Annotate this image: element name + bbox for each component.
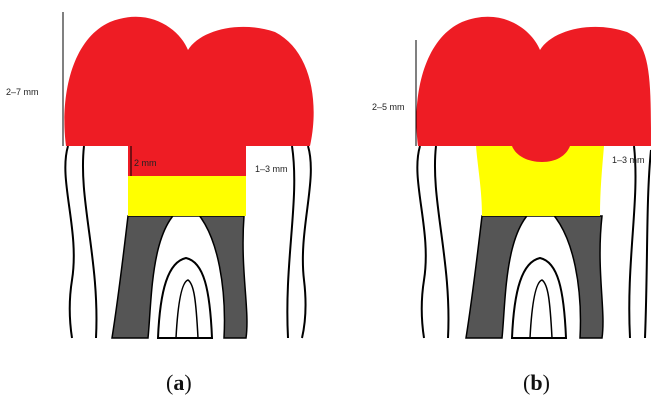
restoration-crown-b	[416, 17, 651, 162]
height-label-a: 2–7 mm	[6, 87, 39, 97]
wall-label-a: 1–3 mm	[255, 164, 288, 174]
base-layer-a	[128, 176, 246, 216]
depth-label-a: 2 mm	[134, 158, 157, 168]
panel-a: 2–7 mm 2 mm 1–3 mm (a)	[6, 12, 314, 395]
caption-a: (a)	[166, 370, 192, 395]
caption-b: (b)	[523, 370, 550, 395]
panel-b: 2–5 mm 1–3 mm (b)	[372, 17, 651, 395]
height-label-b: 2–5 mm	[372, 102, 405, 112]
wall-label-b: 1–3 mm	[612, 155, 645, 165]
